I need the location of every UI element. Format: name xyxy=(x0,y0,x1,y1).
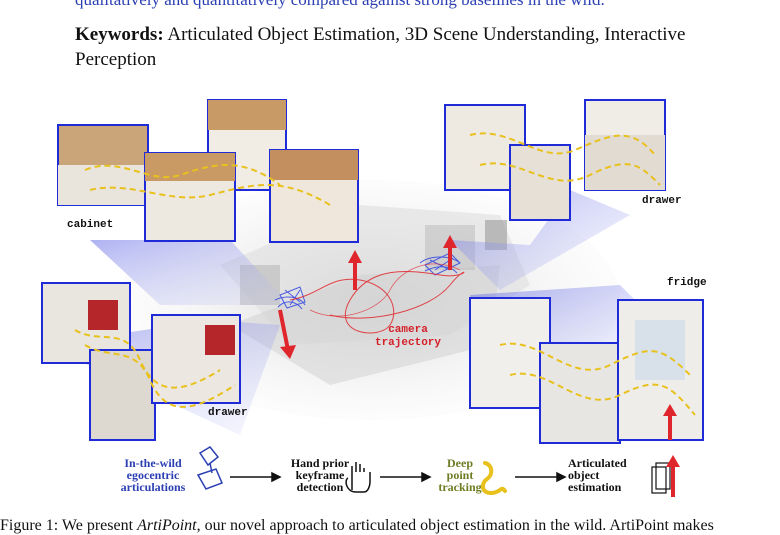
step2-line3: detection xyxy=(296,480,344,494)
label-drawer-top: drawer xyxy=(642,195,682,207)
keywords-label: Keywords: xyxy=(75,24,164,45)
figure-illustration xyxy=(41,99,704,497)
camera-trajectory xyxy=(289,270,465,334)
caption-suffix: , our novel approach to articulated obje… xyxy=(196,517,714,534)
tracks-drawer-bottom xyxy=(74,329,236,408)
pipeline-step-1: In-the-wild egocentric articulations xyxy=(108,457,198,493)
wedge-drawer-top xyxy=(450,190,630,290)
step4-line1: Articulated xyxy=(568,456,627,470)
figure-caption: Figure 1: We present ArtiPoint, our nove… xyxy=(0,517,714,535)
pipeline-icons xyxy=(196,446,680,497)
keywords-text: Articulated Object Estimation, 3D Scene … xyxy=(75,24,686,70)
label-fridge: fridge xyxy=(667,277,707,289)
keywords: Keywords: Articulated Object Estimation,… xyxy=(75,22,745,72)
arrow-3 xyxy=(515,471,567,483)
step4-line3: estimation xyxy=(568,480,622,494)
label-camera-line1: camera xyxy=(388,324,428,336)
step3-line2: point xyxy=(446,468,474,482)
tracking-icon xyxy=(480,461,507,496)
point-tracks-right xyxy=(419,252,461,276)
tracks-drawer-top xyxy=(469,132,661,186)
step1-line2: egocentric xyxy=(126,468,180,482)
label-drawer-bottom: drawer xyxy=(208,407,248,419)
point-tracks-left xyxy=(274,286,306,310)
egocentric-icon xyxy=(196,446,223,490)
step3-line3: tracking xyxy=(438,480,482,494)
step1-line3: articulations xyxy=(120,480,186,494)
estimation-icon xyxy=(651,455,680,497)
caption-prefix: Figure 1: We present xyxy=(0,517,138,534)
label-camera-line2: trajectory xyxy=(374,337,441,349)
header-fragment: qualitatively and quantitatively compare… xyxy=(75,0,605,10)
frames-drawer-top xyxy=(444,99,666,221)
tracks-fridge xyxy=(499,342,696,416)
frames-fridge xyxy=(469,297,704,444)
frames-drawer-bottom xyxy=(41,282,241,441)
step2-line1: Hand prior xyxy=(290,456,350,470)
label-camera-trajectory: camera trajectory xyxy=(373,324,443,350)
wedge-cabinet xyxy=(90,240,290,305)
step4-line2: object xyxy=(568,468,600,482)
label-cabinet: cabinet xyxy=(67,219,114,231)
tracks-cabinet xyxy=(84,164,331,206)
caption-name: ArtiPoint xyxy=(137,517,197,534)
figure: cabinet drawer fridge drawer camera traj… xyxy=(30,95,755,505)
step2-line2: keyframe xyxy=(295,468,345,482)
step1-line1: In-the-wild xyxy=(124,456,182,470)
hand-icon xyxy=(345,462,371,493)
axis-arrow-1 xyxy=(278,309,290,351)
pipeline-step-2: Hand prior keyframe detection xyxy=(285,457,355,493)
step3-line1: Deep xyxy=(447,456,473,470)
arrow-1 xyxy=(230,471,282,483)
pipeline-step-3: Deep point tracking xyxy=(435,457,485,493)
pipeline-step-4: Articulated object estimation xyxy=(568,457,643,493)
arrow-2 xyxy=(380,471,432,483)
